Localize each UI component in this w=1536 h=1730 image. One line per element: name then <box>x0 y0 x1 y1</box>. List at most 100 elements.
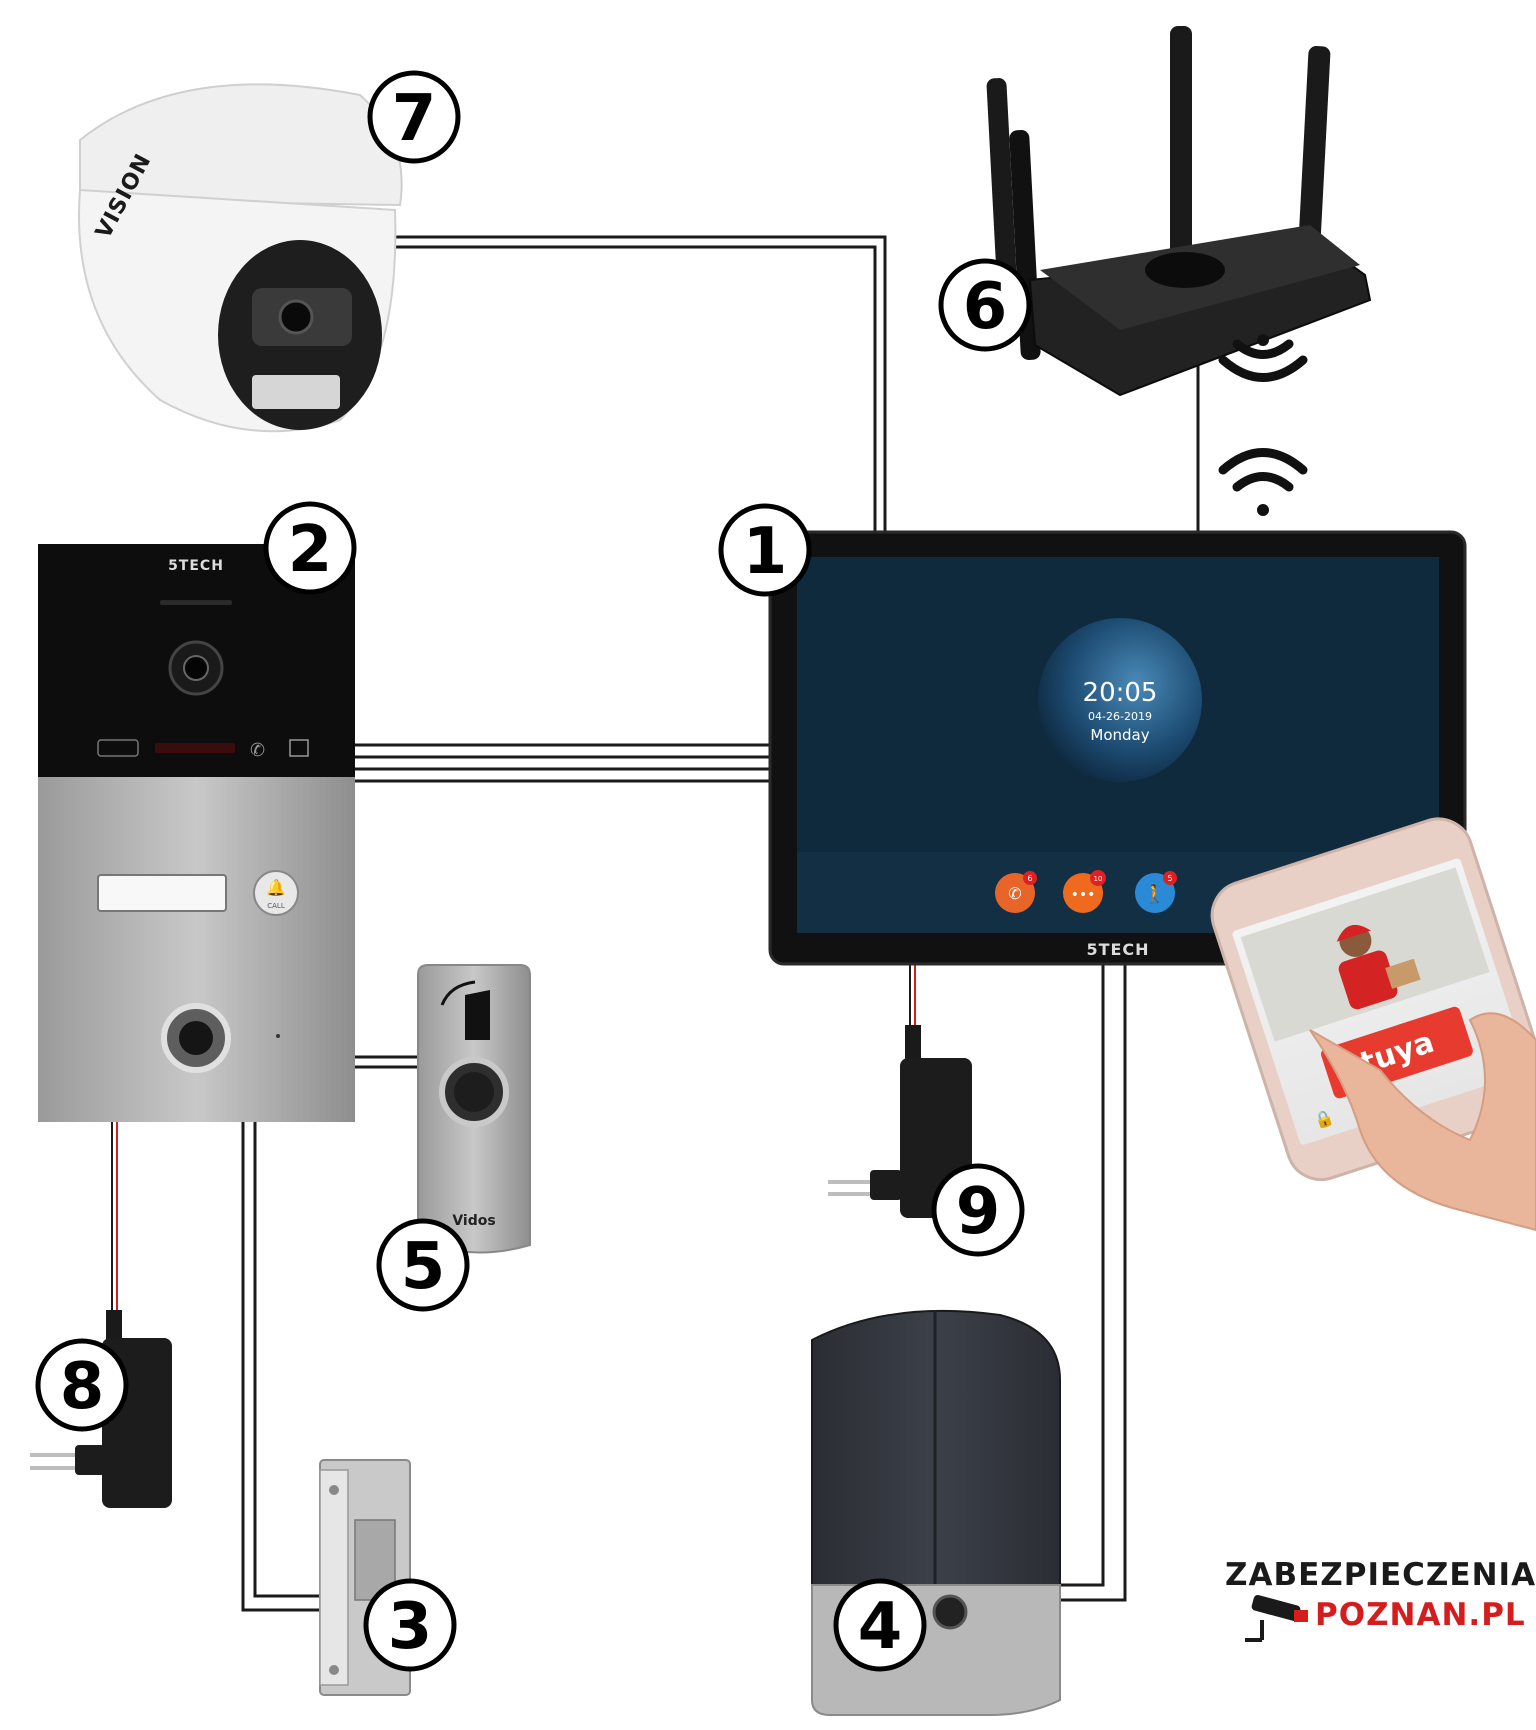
messages-glyph: ••• <box>1071 887 1096 903</box>
call-log-app[interactable]: ✆ 6 <box>995 871 1037 913</box>
label-5-circle <box>376 1218 470 1312</box>
label-7-circle <box>367 70 461 164</box>
exit-arrow-icon <box>440 980 476 1006</box>
wifi-dot-upper <box>1257 334 1269 346</box>
call-log-badge <box>1023 871 1037 885</box>
psu8-cable-strain-relief <box>106 1310 122 1340</box>
router-center-ring <box>1145 252 1225 288</box>
call-log-glyph: ✆ <box>1008 884 1021 903</box>
door-exit-icon <box>465 990 490 1040</box>
camera-lens <box>278 299 314 335</box>
label-4: 4 <box>833 1578 927 1672</box>
door-station-indicator-strip <box>155 743 235 753</box>
exit-button: Vidos <box>417 964 531 1254</box>
motion-icon[interactable] <box>1135 873 1175 913</box>
parcel <box>1385 958 1421 989</box>
label-2: 2 <box>263 501 357 595</box>
courier-shirt <box>1338 950 1398 1010</box>
label-9-number: 9 <box>956 1175 1001 1249</box>
call-log-icon[interactable] <box>995 873 1035 913</box>
call-log-badge-count: 6 <box>1027 874 1032 883</box>
door-station-speaker-grille <box>160 600 232 605</box>
label-9: 9 <box>931 1163 1025 1257</box>
logo-line-1: ZABEZPIECZENIA <box>1225 1557 1536 1593</box>
label-3: 3 <box>363 1578 457 1672</box>
router <box>986 26 1372 397</box>
component-labels: 1 2 3 4 5 6 7 8 <box>35 70 1032 1672</box>
strike-screw-bottom <box>329 1665 339 1675</box>
clock-orb <box>1038 618 1202 782</box>
door-open-icon <box>289 739 309 757</box>
wiring <box>111 235 1200 1612</box>
courier-cap <box>1336 924 1371 942</box>
wifi-dot-lower <box>1257 504 1269 516</box>
strike-faceplate <box>319 1469 349 1686</box>
rfid-card-icon <box>97 739 139 757</box>
door-station-brand: 5TECH <box>168 558 224 574</box>
label-1: 1 <box>718 503 812 597</box>
wire-camera-monitor-2 <box>392 245 877 532</box>
logo-line-2: POZNAN.PL <box>1315 1597 1526 1633</box>
wifi-signal-icon <box>1218 334 1308 516</box>
wifi-arc-lower-1 <box>1218 448 1308 475</box>
label-1-number: 1 <box>743 515 788 589</box>
fingerprint-sensor <box>179 1021 213 1055</box>
power-wires <box>116 962 916 1330</box>
door-station-camera-lens <box>183 655 209 681</box>
wire-door-strike-1 <box>241 1122 322 1612</box>
screen-time: 20:05 <box>1083 678 1158 708</box>
label-2-circle <box>263 501 357 595</box>
label-1-circle <box>718 503 812 597</box>
label-8-number: 8 <box>60 1350 105 1424</box>
motion-badge-count: 5 <box>1167 874 1172 883</box>
bell-icon: 🔔 <box>266 878 286 897</box>
label-2-number: 2 <box>288 513 333 587</box>
camera-dome-base <box>79 83 403 207</box>
motion-glyph: 🚶 <box>1144 883 1166 905</box>
screen-date: 04-26-2019 <box>1088 710 1152 723</box>
hand <box>1309 1012 1536 1232</box>
label-4-circle <box>833 1578 927 1672</box>
label-5: 5 <box>376 1218 470 1312</box>
call-button-label: CALL <box>267 902 285 910</box>
call-button[interactable] <box>253 870 299 916</box>
label-8-circle <box>35 1338 129 1432</box>
wifi-arc-upper-2 <box>1232 339 1294 359</box>
psu9-plug-base <box>870 1170 902 1200</box>
phone-handset-icon: ✆ <box>250 740 265 761</box>
wire-camera-monitor <box>392 235 887 532</box>
cctv-camera-icon <box>1245 1594 1308 1642</box>
exit-button-brand: Vidos <box>452 1213 495 1229</box>
wire-monitor-motor-2 <box>1060 962 1127 1602</box>
label-6: 6 <box>938 258 1032 352</box>
label-6-circle <box>938 258 1032 352</box>
screen-day: Monday <box>1090 726 1149 744</box>
wire-monitor-motor-1 <box>1060 962 1105 1587</box>
label-7-number: 7 <box>392 82 437 156</box>
label-3-number: 3 <box>388 1590 433 1664</box>
motion-badge <box>1163 871 1177 885</box>
motion-app[interactable]: 🚶 5 <box>1135 871 1177 913</box>
messages-app[interactable]: ••• 10 <box>1063 870 1106 913</box>
label-9-circle <box>931 1163 1025 1257</box>
psu9-cable-strain-relief <box>905 1025 921 1060</box>
label-5-number: 5 <box>401 1230 446 1304</box>
door-station: 5TECH ✆ 🔔 CALL <box>38 544 355 1122</box>
wifi-arc-upper-1 <box>1218 355 1308 382</box>
nameplate <box>97 874 227 912</box>
camera-ir-light <box>252 375 340 409</box>
microphone-hole <box>276 1034 280 1038</box>
motor-gear-icon <box>932 1594 968 1630</box>
wire-door-strike-2 <box>253 1122 322 1598</box>
wifi-arc-lower-2 <box>1232 472 1294 492</box>
label-8: 8 <box>35 1338 129 1432</box>
messages-badge-count: 10 <box>1094 875 1103 883</box>
label-6-number: 6 <box>963 270 1008 344</box>
psu8-plug-base <box>75 1445 105 1475</box>
label-3-circle <box>363 1578 457 1672</box>
messages-badge <box>1090 870 1106 886</box>
company-logo[interactable]: ZABEZPIECZENIA POZNAN.PL <box>1225 1557 1536 1642</box>
monitor-brand: 5TECH <box>1086 940 1149 959</box>
router-antenna-3 <box>1170 26 1192 286</box>
